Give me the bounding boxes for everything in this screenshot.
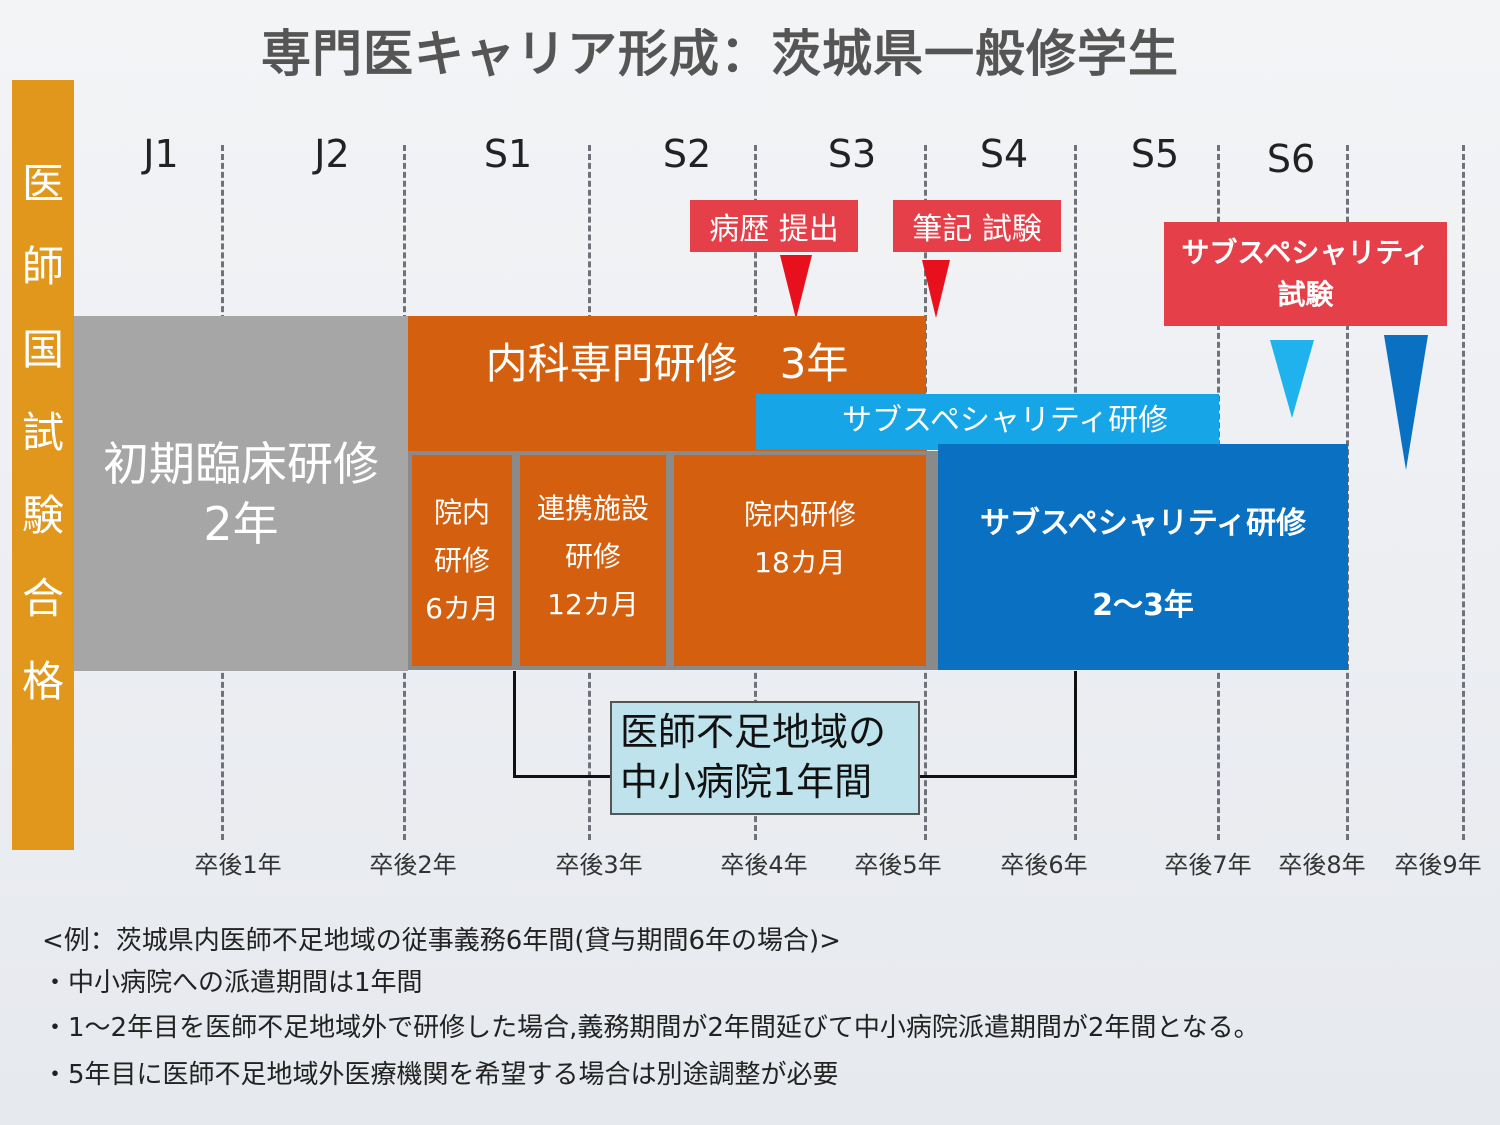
note-example: <例：茨城県内医師不足地域の従事義務6年間(貸与期間6年の場合)>	[42, 926, 841, 956]
subspecialty-exam-line: 試験	[1277, 278, 1334, 311]
year-label-j1: J1	[143, 132, 179, 176]
case-report-marker-icon	[780, 255, 812, 319]
case-report-submission-label: 病歴 提出	[690, 200, 858, 252]
initial-training-title: 初期臨床研修	[103, 437, 379, 491]
initial-clinical-training-block: 初期臨床研修 2年	[74, 316, 408, 671]
year-label-s4: S4	[979, 132, 1029, 176]
page-title: 専門医キャリア形成：茨城県一般修学生	[261, 25, 1179, 83]
affiliated-facility-training-12m-block: 連携施設 研修 12カ月	[516, 451, 670, 670]
block-text: 研修	[433, 543, 490, 577]
year-label-s2: S2	[662, 132, 712, 176]
internal-medicine-title: 内科専門研修 3年	[485, 339, 849, 388]
side-label-char: 医	[21, 159, 64, 208]
timeline-divider	[1462, 145, 1465, 840]
side-label-char: 国	[21, 325, 64, 374]
subspecialty-exam-label: サブスペシャリティ 試験	[1164, 222, 1447, 326]
inhouse-training-18m-block: 院内研修 18カ月	[670, 451, 930, 670]
subspecialty-overlap-bar: サブスペシャリティ研修	[756, 394, 1219, 450]
note-item: ・1～2年目を医師不足地域外で研修した場合,義務期間が2年間延びて中小病院派遣期…	[42, 1013, 1260, 1043]
side-label-char: 験	[21, 491, 64, 540]
graduation-label: 卒後5年	[854, 851, 942, 879]
year-label-s1: S1	[483, 132, 533, 176]
block-text: 連携施設	[536, 492, 649, 525]
graduation-label: 卒後6年	[1000, 851, 1088, 879]
block-text: 18カ月	[754, 546, 846, 579]
side-label-char: 合	[21, 574, 64, 623]
graduation-label: 卒後9年	[1394, 851, 1482, 879]
side-label-char: 師	[21, 242, 64, 291]
subspecialty-training-title: サブスペシャリティ研修	[979, 506, 1307, 541]
exam-pass-side-bar: 医 師 国 試 験 合 格	[12, 80, 74, 850]
subspecialty-training-duration: 2～3年	[1092, 588, 1194, 623]
graduation-label: 卒後4年	[720, 851, 808, 879]
block-text: 6カ月	[425, 591, 499, 625]
block-text: 院内	[433, 495, 490, 529]
written-exam-marker-icon	[922, 260, 950, 318]
subspecialty-exam-marker-dark-icon	[1384, 335, 1428, 470]
initial-training-duration: 2年	[203, 497, 279, 551]
block-separator	[926, 451, 938, 670]
subspecialty-exam-marker-light-icon	[1270, 340, 1314, 418]
block-text: 12カ月	[547, 588, 639, 621]
bracket-line	[513, 671, 516, 778]
graduation-label: 卒後8年	[1278, 851, 1366, 879]
subspecialty-exam-line: サブスペシャリティ	[1181, 236, 1430, 269]
graduation-label: 卒後7年	[1164, 851, 1252, 879]
shortage-box-line: 医師不足地域の	[620, 710, 887, 754]
note-item: ・中小病院への派遣期間は1年間	[42, 968, 423, 998]
block-text: 研修	[564, 540, 621, 573]
shortage-box-line: 中小病院1年間	[620, 760, 873, 804]
bracket-line	[920, 775, 1077, 778]
graduation-label: 卒後3年	[555, 851, 643, 879]
note-item: ・5年目に医師不足地域外医療機関を希望する場合は別途調整が必要	[42, 1060, 839, 1090]
bracket-line	[513, 775, 611, 778]
year-label-s6: S6	[1266, 137, 1316, 181]
graduation-label: 卒後1年	[194, 851, 282, 879]
year-label-j2: J2	[314, 132, 350, 176]
written-exam-label: 筆記 試験	[893, 200, 1061, 252]
side-label-char: 格	[21, 657, 64, 706]
year-label-s5: S5	[1130, 132, 1180, 176]
side-label-char: 試	[21, 408, 64, 457]
block-text: 院内研修	[743, 498, 856, 531]
year-label-s3: S3	[827, 132, 877, 176]
bracket-line	[1074, 671, 1077, 778]
inhouse-training-6m-block: 院内 研修 6カ月	[408, 451, 516, 670]
shortage-area-hospital-box: 医師不足地域の 中小病院1年間	[610, 701, 920, 815]
subspecialty-training-block: サブスペシャリティ研修 2～3年	[938, 444, 1348, 670]
graduation-label: 卒後2年	[369, 851, 457, 879]
